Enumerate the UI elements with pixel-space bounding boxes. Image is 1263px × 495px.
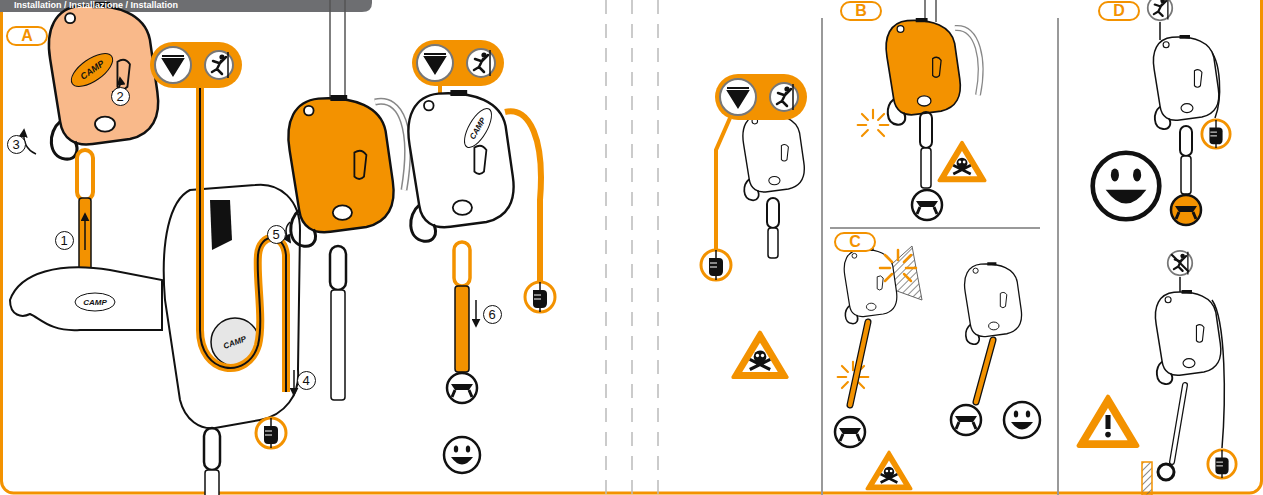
brand-logo: CAMP <box>222 334 247 351</box>
brand-logo: CAMP <box>468 116 488 141</box>
panel-letter: A <box>6 26 48 46</box>
panel-letter-text: A <box>21 27 33 45</box>
panel-letter: C <box>834 232 876 252</box>
callout-number-text: 3 <box>12 137 19 152</box>
callout-number-text: 2 <box>116 89 123 104</box>
callout-number-text: 1 <box>60 233 67 248</box>
panel-letter-text: D <box>1113 2 1125 20</box>
callout-number-text: 6 <box>488 307 495 322</box>
callout-number: 2 <box>111 87 130 106</box>
panel-letter: B <box>840 1 882 21</box>
callout-number: 6 <box>483 305 502 324</box>
brand-logo-text: CAMP <box>222 334 247 351</box>
panel-letter-text: B <box>855 2 867 20</box>
callout-number: 5 <box>267 225 286 244</box>
callout-number: 1 <box>55 231 74 250</box>
panel-letter-text: C <box>849 233 861 251</box>
panel-letter: D <box>1098 1 1140 21</box>
section-title: Installation / Installazione / Installat… <box>14 0 178 10</box>
callout-number: 3 <box>7 135 26 154</box>
callout-number: 4 <box>297 371 316 390</box>
callout-number-text: 5 <box>272 227 279 242</box>
brand-logo: CAMP <box>78 58 105 81</box>
brand-logo-text: CAMP <box>78 58 105 81</box>
callout-number-text: 4 <box>302 373 309 388</box>
brand-logo-text: CAMP <box>83 298 107 307</box>
brand-logo: CAMP <box>83 298 107 307</box>
brand-logo-text: CAMP <box>468 116 488 141</box>
